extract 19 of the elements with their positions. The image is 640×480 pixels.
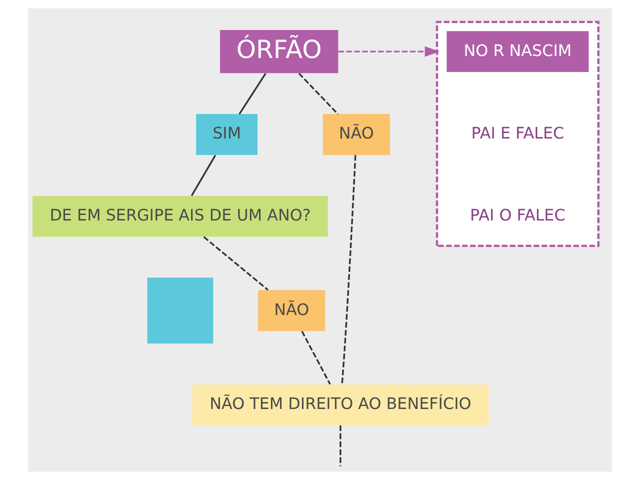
node-box: NÃO — [322, 114, 390, 155]
node-box — [147, 278, 214, 344]
node-box: NÃO TEM DIREITO AO BENEFÍCIO — [192, 384, 489, 426]
connector — [238, 73, 266, 114]
node-box: ÓRFÃO — [220, 30, 338, 74]
node-box: NÃO — [258, 290, 326, 332]
node-box: NO R NASCIM — [446, 31, 589, 72]
arrow — [338, 46, 440, 57]
connector — [298, 72, 338, 115]
node-text: PAI E FALEC — [471, 124, 564, 143]
node-text: PAI O FALEC — [470, 206, 566, 225]
node-box: SIM — [196, 114, 258, 155]
connector — [203, 236, 269, 291]
connector — [341, 155, 356, 384]
cluster — [436, 20, 600, 247]
connector — [301, 330, 331, 385]
connector — [340, 425, 342, 466]
connector — [190, 154, 216, 196]
node-box: DE EM SERGIPE AIS DE UM ANO? — [32, 196, 328, 237]
